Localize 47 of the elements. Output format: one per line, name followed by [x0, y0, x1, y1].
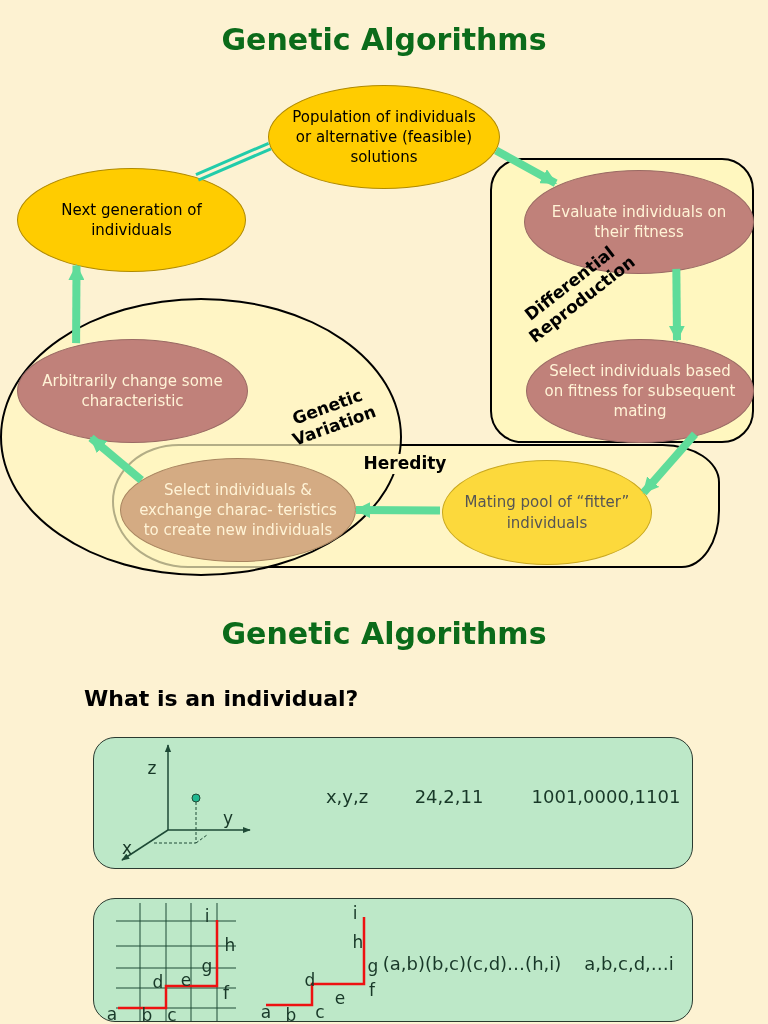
axis-letter: b [285, 1006, 297, 1024]
axis-letter: b [141, 1006, 153, 1024]
axis-letter: a [106, 1005, 118, 1023]
encoding-text: 24,2,11 [414, 785, 484, 807]
ellipse-label: Population of individuals or alternative (feasible) solutions [291, 106, 477, 168]
ellipse-label: Next generation of individuals [60, 199, 203, 241]
encoding-text: (a,b)(b,c)(c,d)…(h,i) [382, 952, 562, 974]
double-line [195, 141, 270, 177]
axis-letter: y [222, 809, 234, 827]
question-text: What is an individual? [84, 686, 359, 711]
axis-letter: x [121, 839, 133, 857]
axis-letter: i [204, 907, 210, 925]
block-arrow [668, 268, 685, 342]
axis-letter: f [369, 981, 375, 999]
axis-letter: h [224, 936, 236, 954]
example-panel [93, 898, 693, 1022]
example-panel [93, 737, 693, 869]
axis-letter: e [180, 971, 192, 989]
axis-letter: c [315, 1003, 325, 1021]
ellipse-label: Mating pool of “fitter” individuals [463, 492, 631, 533]
axis-letter: c [167, 1006, 177, 1024]
axis-letter: g [201, 957, 213, 975]
section-title: Genetic Algorithms [220, 616, 548, 651]
double-line [197, 147, 272, 182]
region-box [490, 158, 754, 443]
block-arrow [68, 264, 85, 344]
block-arrow [88, 434, 144, 484]
block-arrow [640, 431, 698, 496]
ellipse-label: Arbitrarily change some characteristic [41, 370, 224, 412]
ellipse-label: Evaluate individuals on their fitness [550, 201, 728, 243]
axis-letter: f [223, 984, 229, 1002]
axis-letter: i [352, 904, 358, 922]
axis-letter: a [260, 1003, 272, 1021]
encoding-text: a,b,c,d,…i [584, 952, 674, 974]
axis-letter: e [334, 989, 346, 1007]
encoding-text: 1001,0000,1101 [531, 785, 681, 807]
block-arrow [354, 502, 441, 519]
axis-letter: z [147, 759, 157, 777]
ellipse-label: Select individuals & exchange charac- teristics to create new individuals [138, 479, 338, 541]
axis-letter: g [367, 957, 379, 975]
block-arrow [494, 146, 558, 187]
diagram-title: Genetic Algorithms [220, 22, 548, 57]
axis-letter: h [352, 933, 364, 951]
ellipse-label: Select individuals based on fitness for subsequent mating [543, 360, 737, 422]
axis-letter: d [304, 971, 316, 989]
axis-letter: d [152, 973, 164, 991]
encoding-text: x,y,z [325, 785, 369, 807]
